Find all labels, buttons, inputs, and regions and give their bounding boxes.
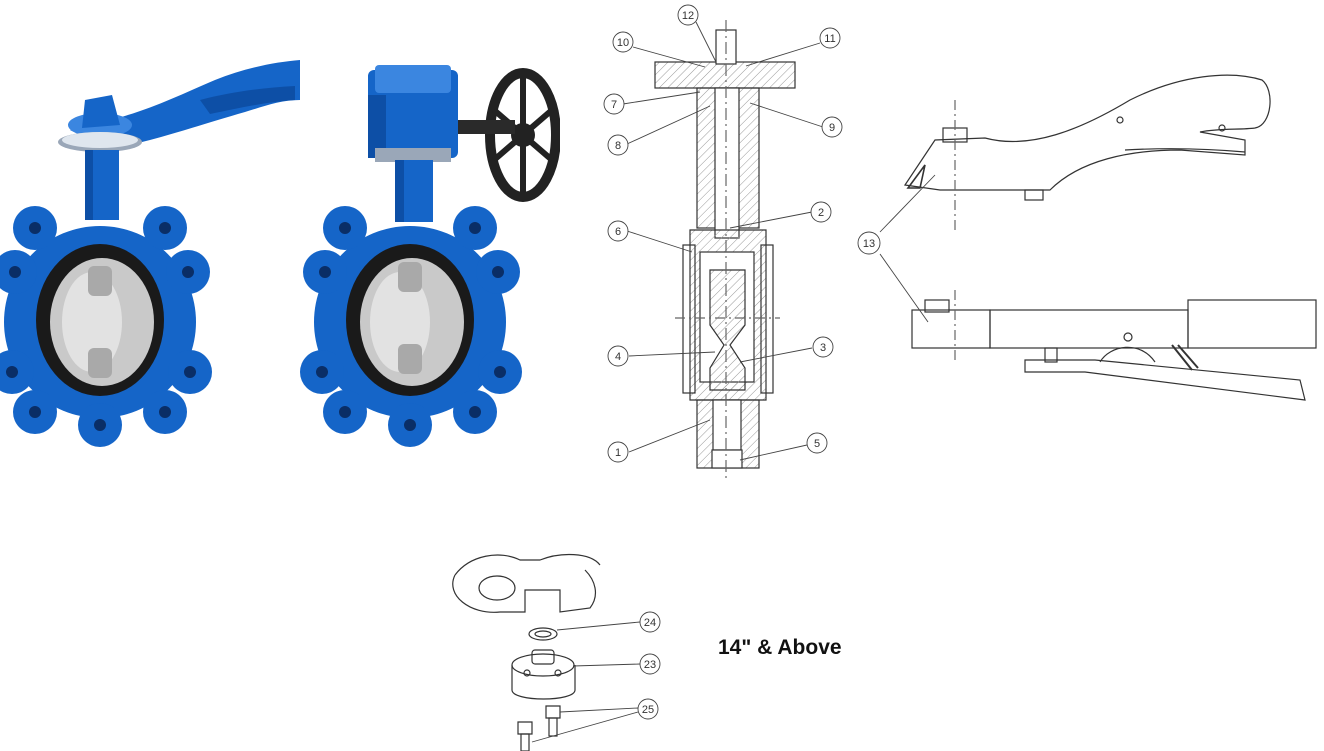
callout-9: 9	[829, 122, 835, 134]
callout-23: 23	[644, 659, 656, 671]
callout-12: 12	[682, 10, 694, 22]
callout-1: 1	[615, 447, 621, 459]
gear-valve-photo	[300, 65, 560, 447]
callout-11: 11	[824, 33, 835, 45]
lever-handle	[68, 60, 300, 150]
callout-2: 2	[818, 207, 824, 219]
callout-8: 8	[615, 140, 621, 152]
callout-13: 13	[863, 238, 875, 250]
callout-25: 25	[642, 704, 654, 716]
size-caption: 14" & Above	[718, 636, 842, 659]
callout-10: 10	[617, 37, 629, 49]
callout-7: 7	[611, 99, 617, 111]
callout-6: 6	[615, 226, 621, 238]
callout-3: 3	[820, 342, 826, 354]
callout-4: 4	[615, 351, 621, 363]
callout-5: 5	[814, 438, 820, 450]
lever-valve-photo	[0, 60, 300, 447]
gearbox	[368, 65, 458, 162]
callout-24: 24	[644, 617, 656, 629]
